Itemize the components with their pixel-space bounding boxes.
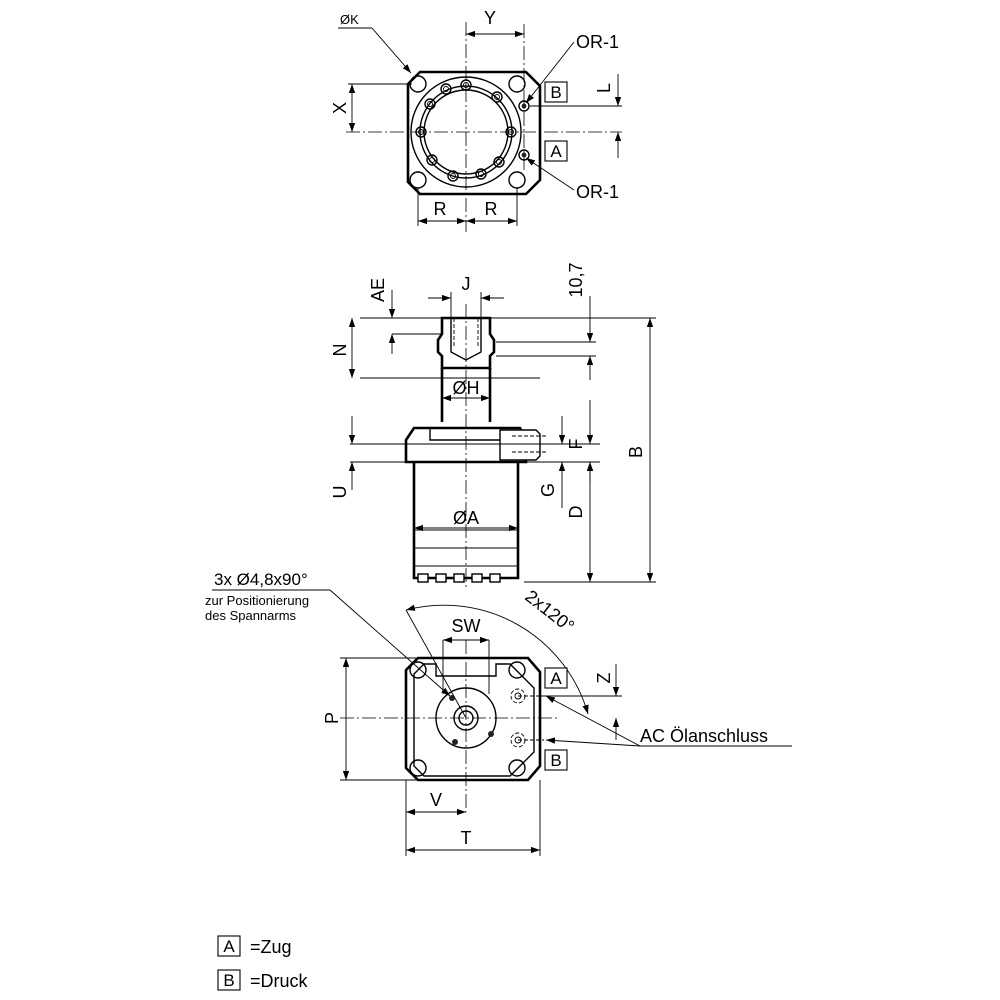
dim-t: T — [461, 828, 472, 848]
bottom-view-corner-holes — [409, 661, 526, 777]
legend-key-b: B — [223, 971, 234, 990]
dim-v: V — [430, 790, 442, 810]
dim-p: P — [322, 712, 342, 724]
dim-d: D — [566, 506, 586, 519]
top-view-body-outline — [406, 70, 542, 196]
legend: A =Zug B =Druck — [217, 935, 309, 991]
holes-sub-1: zur Positionierung — [205, 593, 309, 608]
dim-b: B — [626, 446, 646, 458]
side-view-base-teeth — [417, 573, 501, 583]
holes-sub-2: des Spannarms — [205, 608, 297, 623]
dim-10-7: 10,7 — [566, 262, 586, 297]
legend-text-druck: =Druck — [250, 971, 309, 991]
top-port-a: A — [550, 142, 562, 161]
dim-j: J — [462, 274, 471, 294]
side-view-port-fitting — [499, 429, 541, 461]
dim-y: Y — [484, 8, 496, 28]
bottom-port-a: A — [550, 669, 562, 688]
dim-n: N — [330, 344, 350, 357]
bottom-port-b: B — [550, 751, 561, 770]
dim-u: U — [330, 486, 350, 499]
dim-sw: SW — [452, 616, 481, 636]
legend-text-zug: =Zug — [250, 937, 292, 957]
legend-item-druck: B =Druck — [217, 969, 309, 991]
legend-item-zug: A =Zug — [217, 935, 292, 957]
dim-dia-a: ØA — [453, 508, 479, 528]
legend-key-a: A — [223, 937, 235, 956]
dim-z: Z — [594, 673, 614, 684]
label-ac-connection: AC Ölanschluss — [640, 726, 768, 746]
label-or-bottom: OR-1 — [576, 182, 619, 202]
bottom-view-positioning-holes — [449, 695, 494, 745]
holes-note: 3x Ø4,8x90° — [214, 570, 308, 589]
dim-g: G — [538, 483, 558, 497]
dim-ae: AE — [368, 278, 388, 302]
dim-dia-h: ØH — [453, 378, 480, 398]
top-port-b: B — [550, 83, 561, 102]
bottom-view: 2x120° SW 3x Ø4,8x90° zur Positionierung… — [205, 570, 792, 856]
side-view: J AE N 10,7 ØH B U F G D ØA — [330, 262, 656, 588]
dim-dia-k: ØK — [340, 12, 359, 27]
dim-r-left: R — [434, 199, 447, 219]
dim-x: X — [330, 102, 350, 114]
dim-r-right: R — [485, 199, 498, 219]
dim-f: F — [566, 439, 586, 450]
dim-l: L — [594, 83, 614, 93]
side-view-body — [412, 462, 520, 580]
dim-angle: 2x120° — [521, 586, 578, 636]
top-view: Y X L R R ØK OR-1 OR-1 B A — [330, 8, 622, 232]
label-or-top: OR-1 — [576, 32, 619, 52]
